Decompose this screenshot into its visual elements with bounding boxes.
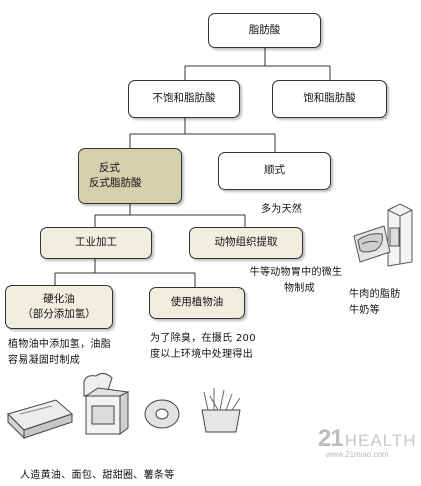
node-animal-tissue-extraction: 动物组织提取 [189,227,303,259]
node-cis-label: 顺式 [264,164,285,177]
node-fatty-acid-label: 脂肪酸 [248,23,281,36]
node-saturated-fatty-acid: 饱和脂肪酸 [272,80,387,118]
node-saturated-label: 饱和脂肪酸 [303,92,356,105]
node-industrial-label: 工业加工 [75,236,117,249]
note-ruminant-line1: 牛等动物胃中的微生 [249,267,343,278]
note-deodorize: 为了除臭，在摄氏 200 度以上环境中处理得出 [150,331,256,362]
node-trans-fatty-acid: 反式 反式脂肪酸 [78,148,182,204]
node-hydrogenated-line1: 硬化油 [43,292,75,305]
note-mostly-natural: 多为天然 [261,204,303,215]
note-hydrogenation-line2: 容易凝固时制成 [8,354,81,366]
beef-milk-illustration [353,203,413,267]
note-foods: 人造黄油、面包、甜甜圈、薯条等 [20,470,175,481]
node-animal-extract-label: 动物组织提取 [214,236,278,249]
logo-word: HEALTH [344,431,417,450]
node-fatty-acid: 脂肪酸 [208,13,321,48]
note-ruminant-microbes: 牛等动物胃中的微生 物制成 [226,265,366,296]
note-deodorize-line1: 为了除臭，在摄氏 200 [150,333,256,344]
note-hydrogenation: 植物油中添加氢，油脂 容易凝固时制成 [8,337,111,368]
node-hydrogenated-oil: 硬化油 （部分添加氢） [5,285,113,329]
note-deodorize-line2: 度以上环境中处理得出 [150,348,253,360]
node-industrial-processing: 工业加工 [40,227,152,259]
node-unsaturated-label: 不饱和脂肪酸 [152,92,216,105]
logo-url: www.21miao.com [326,450,389,459]
node-hydrogenated-line2: （部分添加氢） [22,308,96,320]
node-trans-line1: 反式 [99,161,120,174]
foods-illustration [7,372,241,440]
node-cis: 顺式 [218,152,331,190]
note-hydrogenation-line1: 植物油中添加氢，油脂 [8,339,111,350]
node-vegetable-oil-label: 使用植物油 [170,296,224,309]
note-beef-milk-line1: 牛肉的脂肪 [349,289,401,300]
logo-mark: 21 [318,425,344,452]
node-trans-line2: 反式脂肪酸 [89,177,142,189]
node-unsaturated-fatty-acid: 不饱和脂肪酸 [128,80,240,118]
note-ruminant-line2: 物制成 [284,282,315,294]
node-vegetable-oil: 使用植物油 [149,287,245,319]
note-beef-milk: 牛肉的脂肪 牛奶等 [349,287,401,318]
note-beef-milk-line2: 牛奶等 [349,304,380,316]
